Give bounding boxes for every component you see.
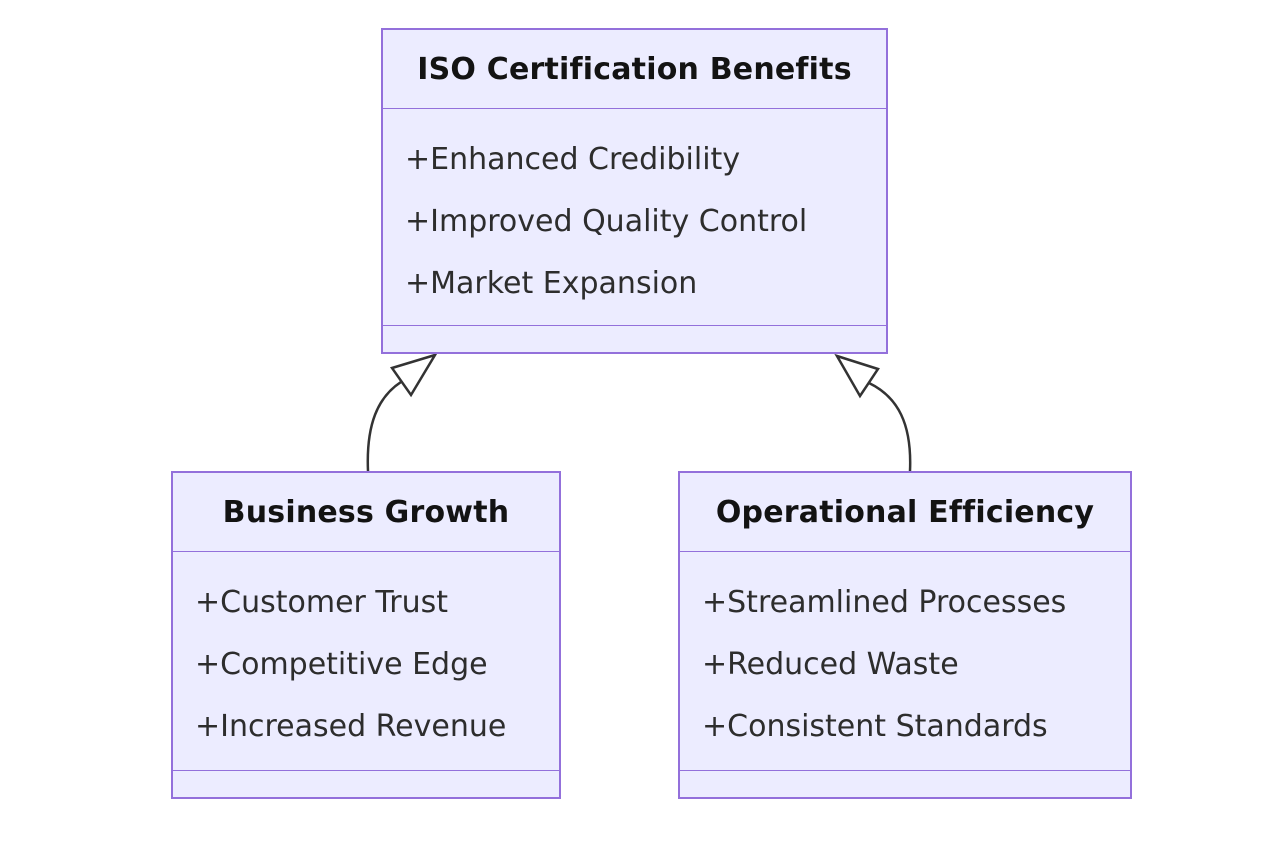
attribute-line: +Increased Revenue	[195, 709, 507, 744]
class-title: Operational Efficiency	[680, 473, 1130, 552]
attribute-line: +Reduced Waste	[702, 647, 959, 682]
inheritance-arrow-operational-to-iso	[834, 353, 912, 472]
class-node-operational-efficiency: Operational Efficiency +Streamlined Proc…	[678, 471, 1132, 799]
class-node-business-growth: Business Growth +Customer Trust +Competi…	[171, 471, 561, 799]
class-methods-empty	[173, 771, 559, 797]
attribute-line: +Streamlined Processes	[702, 585, 1067, 620]
edge-curve	[868, 381, 912, 472]
edge-curve	[366, 380, 402, 472]
attribute-line: +Enhanced Credibility	[405, 142, 741, 177]
hollow-triangle-arrowhead	[389, 352, 438, 398]
class-attributes: +Streamlined Processes +Reduced Waste +C…	[680, 552, 1130, 771]
hollow-triangle-arrowhead	[834, 353, 880, 399]
class-node-iso-certification-benefits: ISO Certification Benefits +Enhanced Cre…	[381, 28, 888, 354]
class-attributes: +Customer Trust +Competitive Edge +Incre…	[173, 552, 559, 771]
attribute-line: +Customer Trust	[195, 585, 449, 620]
class-title: ISO Certification Benefits	[383, 30, 886, 109]
inheritance-arrow-business-to-iso	[366, 352, 438, 472]
class-attributes: +Enhanced Credibility +Improved Quality …	[383, 109, 886, 326]
attribute-line: +Improved Quality Control	[405, 204, 808, 239]
class-methods-empty	[680, 771, 1130, 797]
attribute-line: +Competitive Edge	[195, 647, 488, 682]
attribute-line: +Consistent Standards	[702, 709, 1048, 744]
class-methods-empty	[383, 326, 886, 352]
attribute-line: +Market Expansion	[405, 266, 698, 301]
class-title: Business Growth	[173, 473, 559, 552]
